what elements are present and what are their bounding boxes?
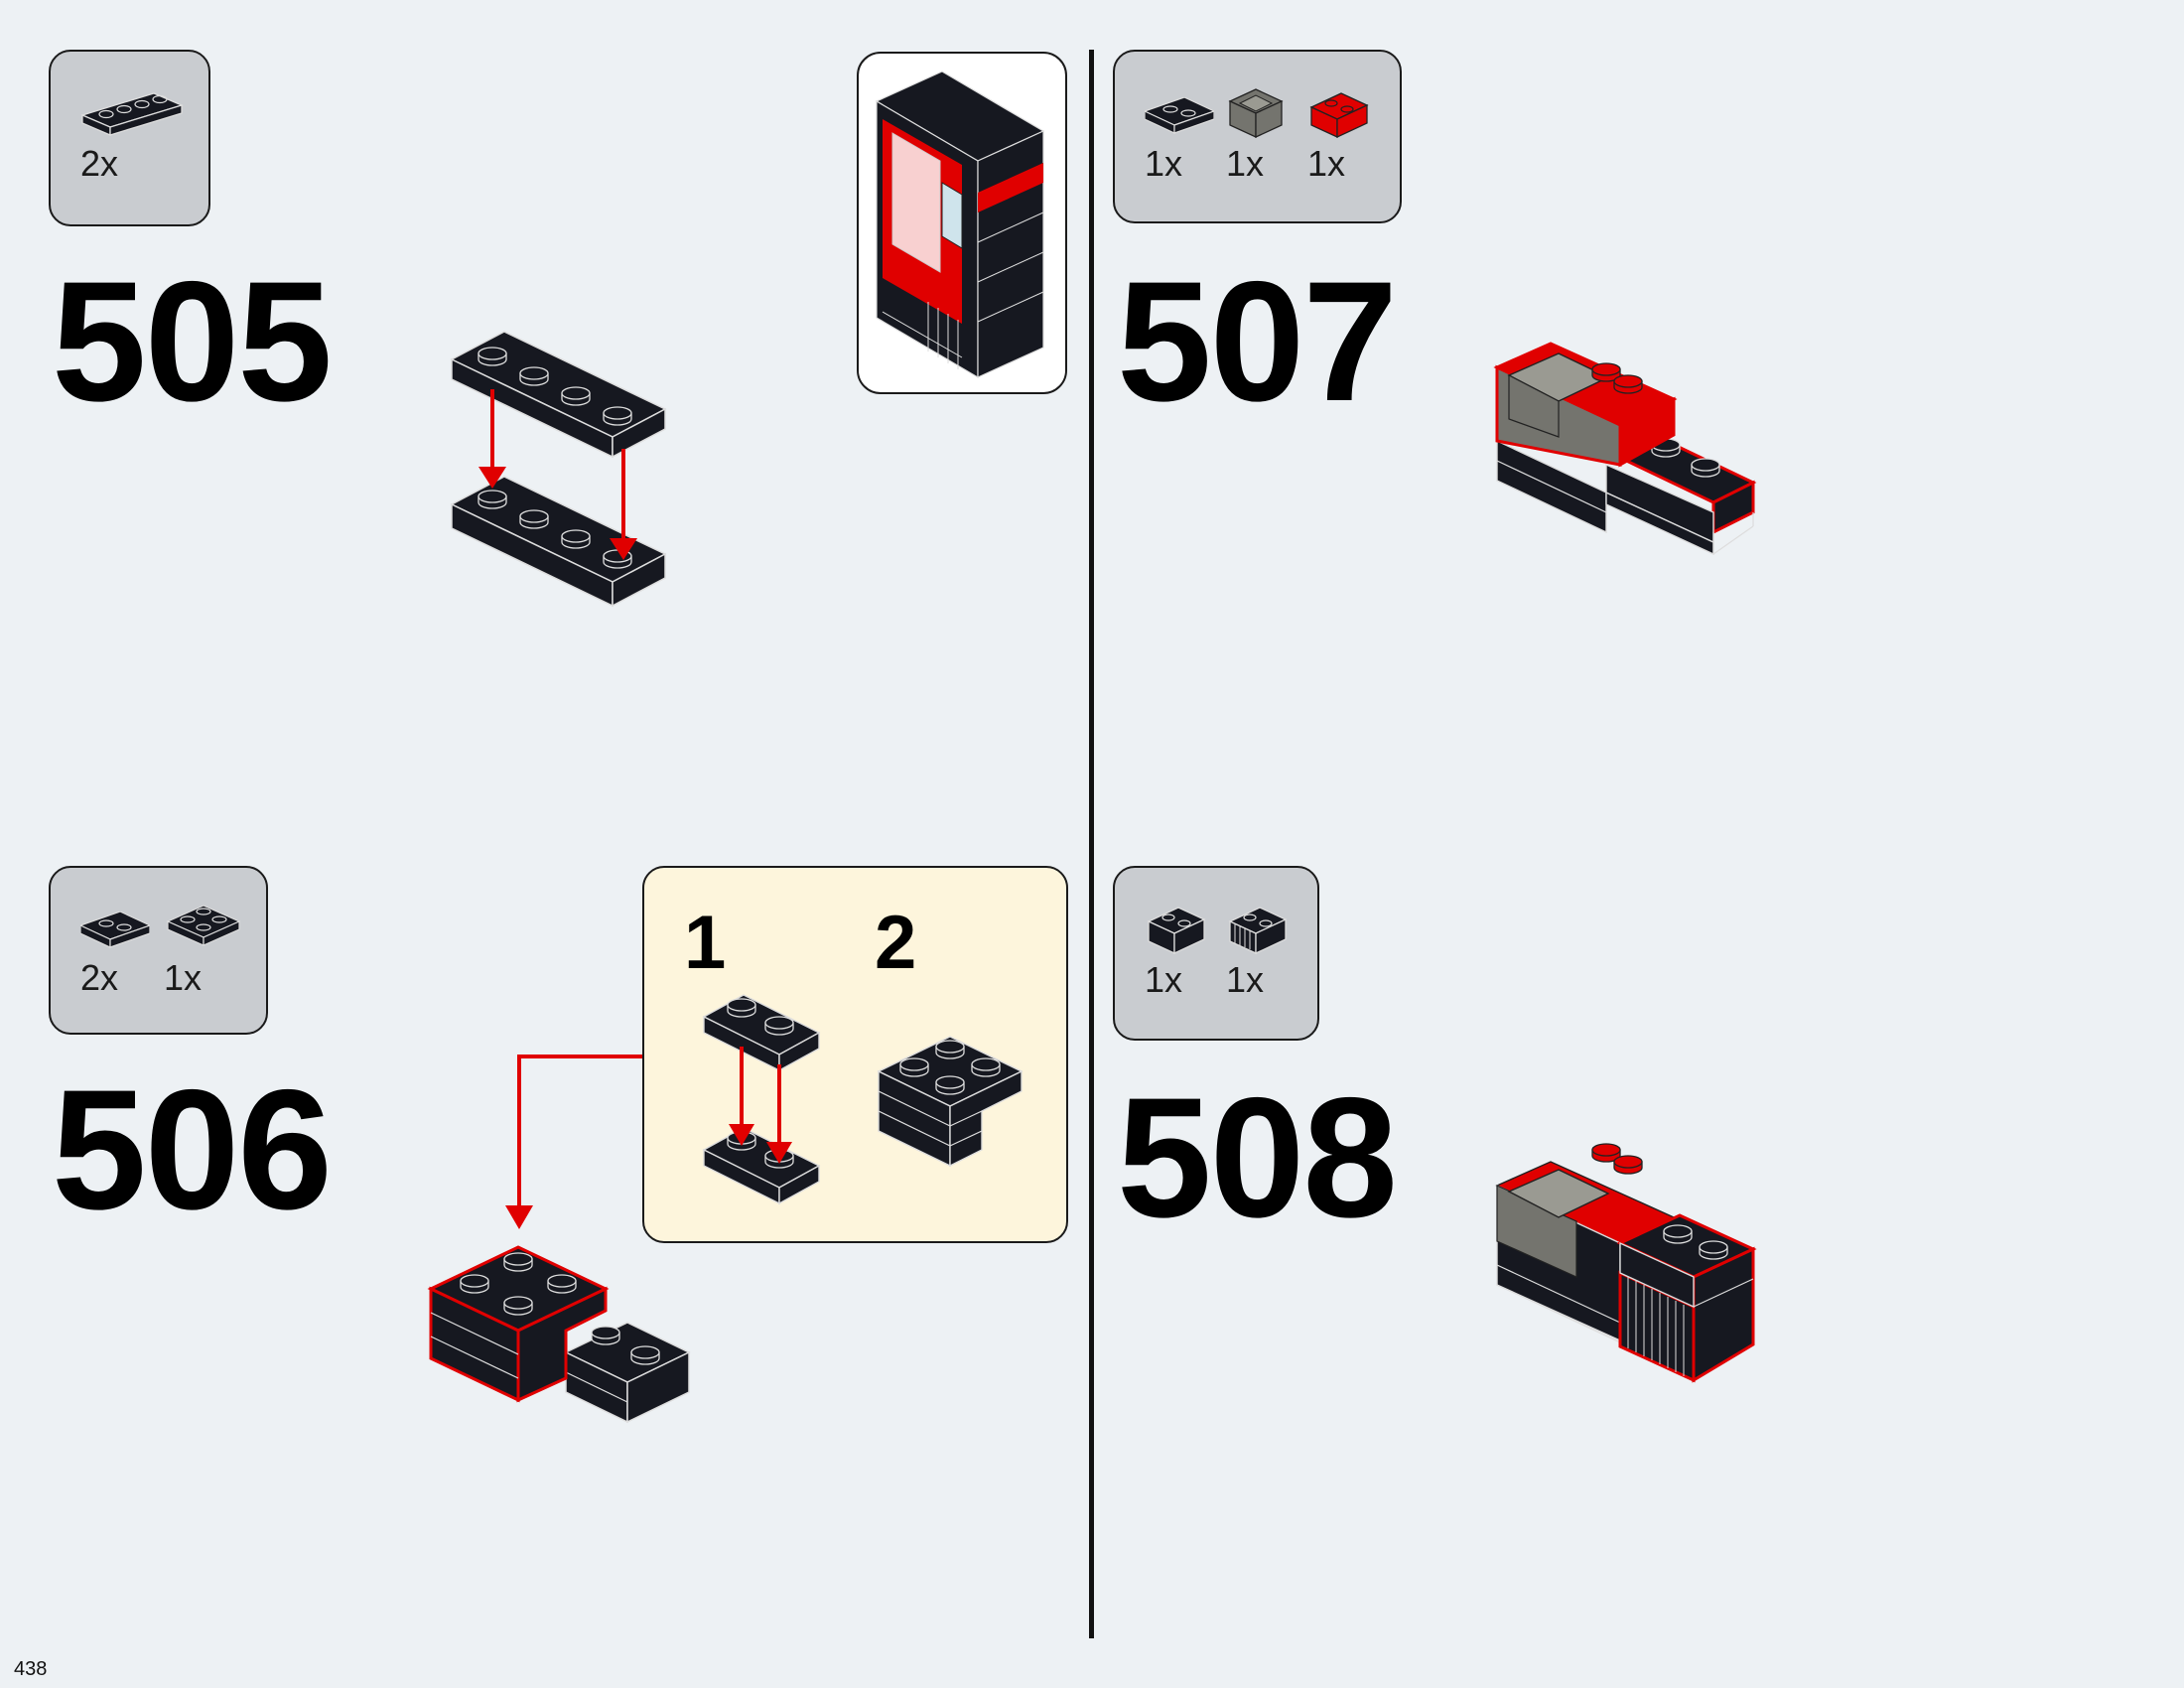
black-plate-1x2-icon: 2x — [80, 912, 150, 1011]
page-number: 438 — [14, 1658, 48, 1680]
part-qty: 1x — [1145, 959, 1183, 1000]
black-plate-1x2-new — [1605, 435, 1757, 556]
black-plate-2x2-icon: 1x — [164, 902, 241, 1001]
parts-list-507: 1x 1x 1x — [1113, 50, 1402, 223]
step-number-506: 506 — [52, 1055, 333, 1245]
part-qty: 2x — [80, 143, 119, 184]
part-qty: 1x — [1226, 959, 1265, 1000]
assembled-stack — [427, 1245, 610, 1403]
red-brick-1x2-icon: 1x — [1307, 85, 1377, 185]
base-assembly — [1495, 1143, 1676, 1343]
step-507-model — [1493, 342, 1757, 556]
step-number-505: 505 — [52, 246, 333, 437]
plate-1x2-bottom — [702, 1127, 821, 1205]
black-brick-1x2-icon: 1x — [1145, 902, 1214, 1001]
black-grille-brick-icon: 1x — [1226, 902, 1296, 1001]
part-qty: 2x — [80, 957, 119, 998]
part-qty: 1x — [1307, 143, 1346, 184]
lower-stack — [1496, 439, 1607, 534]
part-qty: 1x — [1145, 143, 1183, 184]
black-plate-1x4-bottom — [450, 476, 667, 608]
gray-seat-new — [1493, 342, 1678, 468]
step-506-model — [427, 1055, 691, 1424]
black-plate-1x2-icon: 1x — [1145, 97, 1214, 197]
step-number-508: 508 — [1117, 1062, 1398, 1253]
substep-number: 1 — [684, 901, 727, 985]
part-qty: 1x — [164, 957, 203, 998]
gray-seat-icon: 1x — [1226, 85, 1296, 185]
black-plate-1x4-top — [450, 331, 667, 459]
part-qty: 1x — [1226, 143, 1265, 184]
step-508-model — [1495, 1143, 1757, 1383]
assembled-plates — [877, 1036, 1024, 1168]
parts-list-506: 2x 1x — [49, 866, 268, 1035]
substep-number: 2 — [875, 901, 917, 985]
step-505-model — [450, 331, 667, 608]
page-divider — [1089, 50, 1094, 1638]
sub-assembly-callout: 1 2 — [642, 866, 1068, 1243]
callout-arrow — [517, 1055, 642, 1209]
black-plate-1x2-attached — [564, 1322, 691, 1424]
parts-list-505: 2x — [49, 50, 210, 226]
model-preview — [857, 52, 1067, 394]
black-plate-1x4-icon: 2x — [80, 85, 190, 185]
plate-1x2-top — [702, 994, 821, 1072]
parts-list-508: 1x 1x — [1113, 866, 1319, 1041]
step-number-507: 507 — [1117, 246, 1398, 437]
black-brick-and-grille-new — [1616, 1213, 1757, 1383]
